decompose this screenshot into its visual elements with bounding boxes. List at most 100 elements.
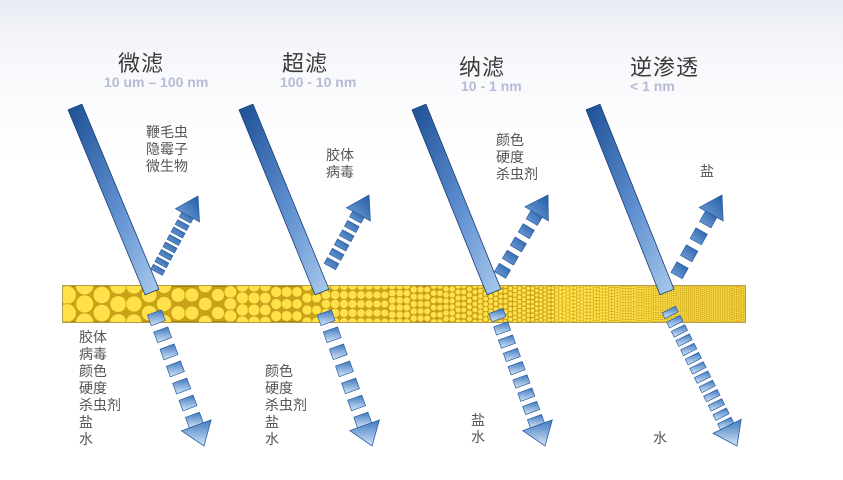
membrane-pore [619, 286, 624, 289]
membrane-pore [738, 292, 741, 295]
membrane-pore [625, 316, 629, 320]
membrane-pore [722, 291, 725, 294]
membrane-pore [648, 308, 652, 312]
membrane-pore [546, 297, 552, 303]
membrane-pore [558, 317, 563, 322]
membrane-pore [713, 311, 716, 315]
membrane-pore [682, 290, 685, 293]
membrane-pore [720, 315, 723, 318]
membrane-pore [690, 286, 693, 290]
membrane-pore [534, 305, 540, 312]
membrane-pore [686, 292, 689, 296]
membrane-pore [669, 304, 672, 308]
membrane-pore [716, 308, 720, 311]
membrane-pore [380, 286, 390, 291]
membrane-pore [628, 302, 632, 306]
membrane-pore [521, 301, 527, 307]
membrane-pore [720, 293, 723, 297]
membrane-pore [727, 320, 730, 322]
membrane-pore [732, 307, 735, 310]
membrane-pore [311, 304, 322, 316]
membrane-pore [722, 287, 725, 290]
membrane-pore [633, 303, 637, 307]
membrane-pore [454, 318, 462, 322]
membrane-pore [554, 286, 559, 289]
membrane-pore [707, 308, 710, 311]
membrane-pore [291, 298, 303, 310]
membrane-pore [709, 297, 712, 300]
membrane-pore [643, 294, 647, 298]
membrane-pore [619, 319, 624, 322]
membrane-pore [429, 303, 438, 312]
membrane-pore [583, 298, 587, 303]
membrane-pore [608, 293, 612, 297]
membrane-pore [608, 314, 612, 318]
membrane-pore [614, 300, 618, 305]
membrane-pore [372, 286, 382, 291]
membrane-pore [636, 320, 639, 322]
membrane-pore [630, 286, 634, 289]
membrane-pore [690, 288, 693, 292]
membrane-pore [662, 301, 666, 305]
permeate-arrow-microfiltration-segment [178, 394, 198, 412]
membrane-pore [608, 302, 612, 306]
membrane-pore [625, 288, 629, 292]
membrane-pore [738, 294, 741, 297]
membrane-pore [569, 303, 574, 308]
membrane-pore [715, 305, 718, 308]
membrane-pore [690, 320, 693, 322]
membrane-pore [611, 286, 615, 288]
membrane-pore [653, 293, 657, 296]
membrane-pore [562, 300, 567, 305]
membrane-pore [625, 286, 629, 289]
membrane-pore [648, 318, 652, 322]
membrane-pore [684, 319, 687, 322]
membrane-pore [722, 318, 725, 321]
membrane-pore [301, 304, 313, 316]
membrane-pore [669, 316, 672, 319]
membrane-pore [694, 305, 697, 309]
membrane-pore [583, 308, 587, 313]
membrane-pore [579, 320, 584, 322]
membrane-pore [466, 309, 473, 317]
membrane-pore [586, 302, 591, 306]
membrane-pore [223, 297, 238, 311]
membrane-pore [702, 316, 705, 319]
membrane-pore [700, 314, 703, 317]
membrane-pore [170, 287, 186, 303]
membrane-pore [550, 297, 556, 303]
membrane-pore [718, 311, 721, 314]
membrane-pore [643, 296, 647, 300]
membrane-pore [633, 290, 637, 294]
membrane-pore [608, 290, 612, 294]
membrane-pore [436, 311, 444, 319]
membrane-pore [703, 305, 707, 308]
membrane-pore [732, 290, 735, 293]
membrane-pore [646, 306, 650, 310]
membrane-pore [599, 315, 603, 320]
membrane-pore [558, 286, 563, 291]
membrane-pore [736, 304, 739, 307]
membrane-pore [720, 301, 723, 304]
membrane-pore [502, 286, 509, 289]
feed-arrow-reverse-osmosis [585, 103, 675, 296]
membrane-pore [734, 309, 737, 312]
membrane-pore [198, 296, 213, 312]
membrane-pore [715, 287, 718, 290]
membrane-pore [611, 287, 615, 291]
membrane-pore [259, 286, 272, 293]
membrane-pore [713, 320, 716, 322]
membrane-pore [688, 308, 691, 312]
membrane-pore [698, 313, 701, 316]
membrane-pore [558, 289, 563, 295]
membrane-pore [664, 299, 668, 302]
membrane-pore [688, 312, 691, 316]
membrane-pore [713, 286, 716, 289]
membrane-pore [633, 308, 637, 312]
membrane-pore [686, 308, 689, 312]
membrane-pore [738, 320, 741, 322]
membrane-pore [583, 289, 587, 293]
membrane-pore [713, 301, 716, 304]
membrane-pore [653, 305, 657, 308]
membrane-pore [641, 292, 645, 296]
